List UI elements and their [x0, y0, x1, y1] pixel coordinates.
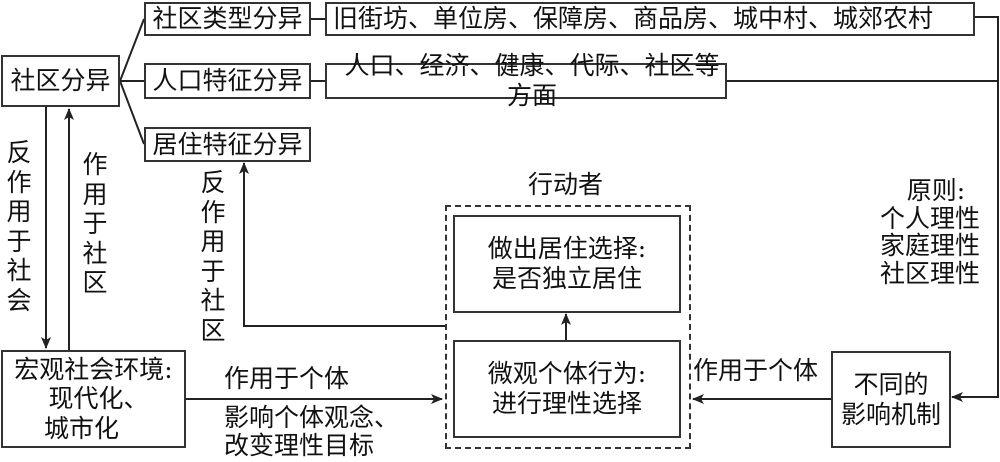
node-line: 进行理性选择 [491, 389, 642, 418]
node-macro-environment: 宏观社会环境: 现代化、 城市化 [1, 350, 186, 448]
node-label: 人口、经济、健康、代际、社区等方面 [344, 51, 720, 110]
principles-connector [951, 16, 999, 402]
node-label: 居住特征分异 [152, 129, 303, 159]
node-line: 做出居住选择: [487, 234, 647, 263]
node-line: 影响机制 [840, 399, 941, 429]
node-micro-behavior: 微观个体行为: 进行理性选择 [453, 340, 681, 438]
label-act-on-individual-right: 作用于个体 [693, 356, 819, 385]
node-community-type-detail: 旧街坊、单位房、保障房、商品房、城中村、城郊农村 [325, 2, 975, 36]
principle-item: 家庭理性 [880, 231, 981, 260]
principles-label: 原则: 个人理性 家庭理性 社区理性 [880, 177, 980, 287]
node-label: 社区分异 [10, 66, 111, 95]
label-line: 改变理性目标 [224, 431, 375, 460]
node-line: 微观个体行为: [487, 359, 647, 388]
node-line: 不同的 [853, 369, 929, 399]
arrow-counteract-community [239, 162, 445, 327]
node-line: 现代化、 [48, 384, 149, 414]
label-counteract-community: 反作用于社区 [200, 168, 226, 345]
node-label: 社区类型分异 [152, 4, 303, 33]
node-mechanism: 不同的 影响机制 [831, 351, 951, 448]
principles-title: 原则: [906, 176, 966, 205]
node-community-type: 社区类型分异 [144, 2, 311, 36]
link-to-community-type [119, 18, 145, 82]
principle-item: 社区理性 [880, 258, 981, 288]
node-population-feature: 人口特征分异 [144, 63, 311, 99]
actor-group [445, 205, 691, 449]
node-label: 人口特征分异 [152, 66, 303, 95]
node-community-differentiation: 社区分异 [1, 55, 120, 107]
node-label: 旧街坊、单位房、保障房、商品房、城中村、城郊农村 [333, 4, 934, 33]
label-act-on-community: 作用于社区 [82, 150, 108, 297]
label-macro-effect: 影响个体观念、 改变理性目标 [224, 404, 399, 460]
node-line: 城市化 [43, 413, 119, 443]
node-line: 是否独立居住 [491, 264, 642, 293]
label-counteract-society: 反作用于社会 [6, 138, 32, 315]
label-line: 影响个体观念、 [224, 403, 400, 432]
node-residence-feature: 居住特征分异 [144, 127, 311, 162]
link-to-residence-feature [119, 80, 145, 145]
node-residence-choice: 做出居住选择: 是否独立居住 [453, 215, 681, 313]
actor-title: 行动者 [528, 170, 604, 199]
node-population-feature-detail: 人口、经济、健康、代际、社区等方面 [325, 51, 727, 110]
node-line: 宏观社会环境: [14, 354, 173, 384]
label-act-on-individual-top: 作用于个体 [224, 364, 350, 393]
principle-item: 个人理性 [880, 203, 981, 233]
